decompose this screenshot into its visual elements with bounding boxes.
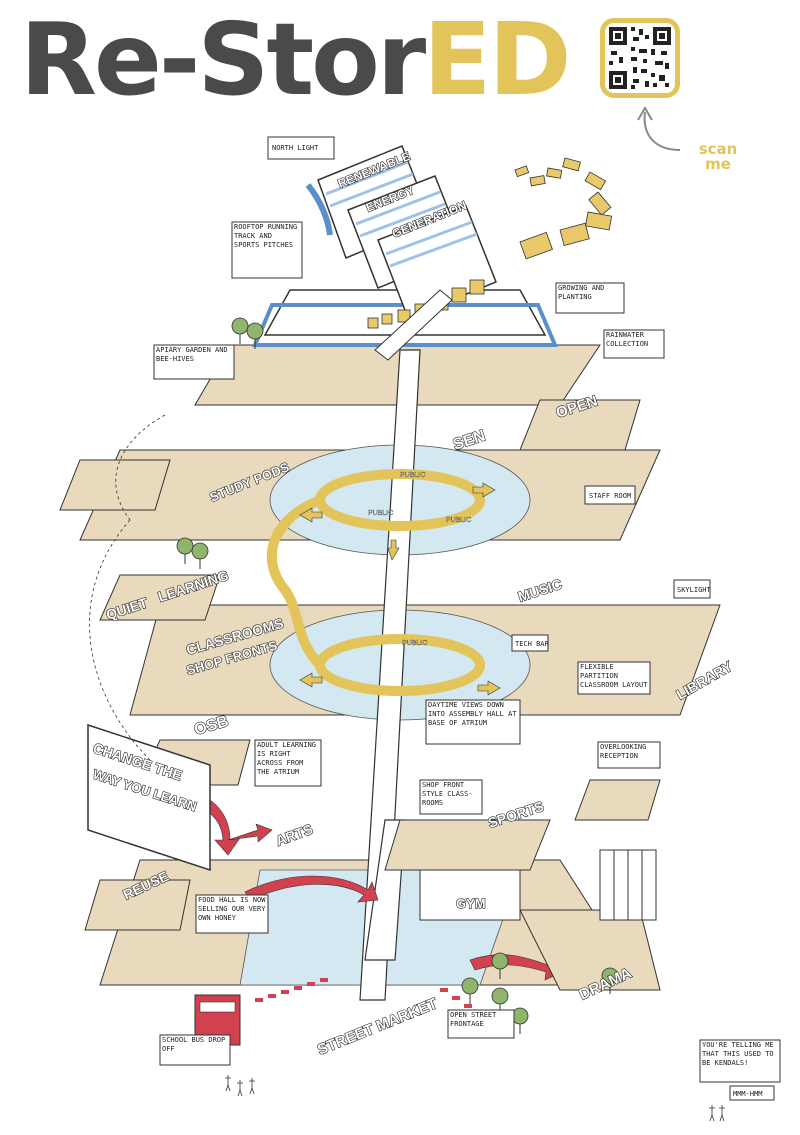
callout-staff-room: STAFF ROOM <box>589 492 631 500</box>
platform-reuse <box>84 879 191 931</box>
atrium-escalator-tower <box>359 349 421 1001</box>
ramp-arrows <box>299 482 501 696</box>
callout-rainwater: RAINWATER COLLECTION <box>606 331 649 348</box>
callout-mmm-hmm: MMM-HMM <box>733 1090 763 1098</box>
dashed-path-west <box>89 519 151 761</box>
public-tag-4: PUBLIC <box>402 640 427 647</box>
dashed-path-apiary <box>115 414 166 521</box>
callout-open-street: OPEN STREET FRONTAGE <box>450 1011 497 1028</box>
zone-gym: GYM <box>456 896 486 911</box>
platform-open <box>519 399 641 451</box>
callout-north-light: NORTH LIGHT <box>272 144 319 152</box>
north-light-arrow <box>305 183 333 236</box>
yellow-connector-ramp <box>266 495 324 669</box>
public-tag-3: PUBLIC <box>446 517 471 524</box>
platform-forest <box>59 459 171 511</box>
bus-window <box>199 1001 236 1013</box>
zone-street-market: STREET MARKET <box>315 995 440 1059</box>
change-sign-board <box>87 723 211 872</box>
callout-food-hall-wrap: FOOD HALL IS NOW SELLING OUR VERY OWN HO… <box>198 896 266 922</box>
callout-daytime: DAYTIME VIEWS DOWN INTO ASSEMBLY HALL AT… <box>428 701 517 727</box>
callout-flexible: FLEXIBLE PARTITION CLASSROOM LAYOUT <box>580 663 648 689</box>
callout-adult: ADULT LEARNING IS RIGHT ACROSS FROM THE … <box>257 741 317 776</box>
callout-boxes <box>153 136 781 1101</box>
drama-silos <box>599 849 657 921</box>
callout-overlooking-wrap: OVERLOOKING RECEPTION <box>600 743 647 760</box>
callout-tech-bar: TECH BAR <box>515 640 550 648</box>
platform-reception <box>574 779 661 821</box>
zone-osb: OSB <box>192 713 230 739</box>
red-footprints <box>255 978 472 1008</box>
callout-apiary: APIARY GARDEN AND BEE-HIVES <box>156 346 228 363</box>
callout-growing-wrap: GROWING AND PLANTING <box>558 284 605 301</box>
callout-bus-wrap: SCHOOL BUS DROP OFF <box>162 1036 226 1053</box>
title-part-gold: ED <box>423 1 571 118</box>
callout-youre-telling-wrap: YOU'RE TELLING ME THAT THIS USED TO BE K… <box>702 1041 774 1067</box>
callout-skylight: SKYLIGHT <box>677 586 712 594</box>
scan-arrow <box>643 111 681 151</box>
zone-music: MUSIC <box>516 576 564 605</box>
qr-pattern <box>609 27 671 89</box>
callout-youre-telling: YOU'RE TELLING ME THAT THIS USED TO BE K… <box>702 1041 774 1067</box>
scan-arrow-head <box>637 106 653 121</box>
public-tag-1: PUBLIC <box>400 472 425 479</box>
isometric-diagram: RENEWABLE ENERGY GENERATION SEN OPEN STU… <box>59 136 781 1122</box>
public-tag-2: PUBLIC <box>368 510 393 517</box>
platform-sports <box>384 819 551 871</box>
callout-growing: GROWING AND PLANTING <box>558 284 605 301</box>
callout-food-hall: FOOD HALL IS NOW SELLING OUR VERY OWN HO… <box>198 896 266 922</box>
callout-open-street-wrap: OPEN STREET FRONTAGE <box>450 1011 497 1028</box>
escalator-top <box>374 289 453 361</box>
callout-rooftop: ROOFTOP RUNNING TRACK AND SPORTS PITCHES <box>234 223 298 249</box>
scan-me-label: scan me <box>688 142 748 172</box>
scan-arrow-layer <box>637 106 681 151</box>
callout-daytime-wrap: DAYTIME VIEWS DOWN INTO ASSEMBLY HALL AT… <box>428 701 517 727</box>
callout-shop-front-wrap: SHOP FRONT STYLE CLASS-ROOMS <box>422 781 473 807</box>
platform-quiet <box>99 574 221 621</box>
solar-panels <box>317 145 497 319</box>
gym-block <box>419 869 521 921</box>
yellow-steps <box>367 157 613 329</box>
scan-label-line-1: scan <box>698 140 738 158</box>
callout-bus: SCHOOL BUS DROP OFF <box>162 1036 226 1053</box>
callout-apiary-wrap: APIARY GARDEN AND BEE-HIVES <box>156 346 228 363</box>
callout-overlooking: OVERLOOKING RECEPTION <box>600 743 647 760</box>
callout-adult-wrap: ADULT LEARNING IS RIGHT ACROSS FROM THE … <box>257 741 317 776</box>
page-title: Re-StorED <box>20 10 572 110</box>
callout-shop-front: SHOP FRONT STYLE CLASS-ROOMS <box>422 781 473 807</box>
callout-rooftop-wrap: ROOFTOP RUNNING TRACK AND SPORTS PITCHES <box>234 223 298 249</box>
title-part-dark: Re-Stor <box>20 1 426 118</box>
people-figures <box>225 1075 725 1122</box>
scan-label-line-2: me <box>705 155 731 173</box>
qr-code[interactable] <box>600 18 680 98</box>
callout-flexible-wrap: FLEXIBLE PARTITION CLASSROOM LAYOUT <box>580 663 648 689</box>
zone-arts: ARTS <box>274 821 315 849</box>
callout-rainwater-wrap: RAINWATER COLLECTION <box>606 331 649 348</box>
